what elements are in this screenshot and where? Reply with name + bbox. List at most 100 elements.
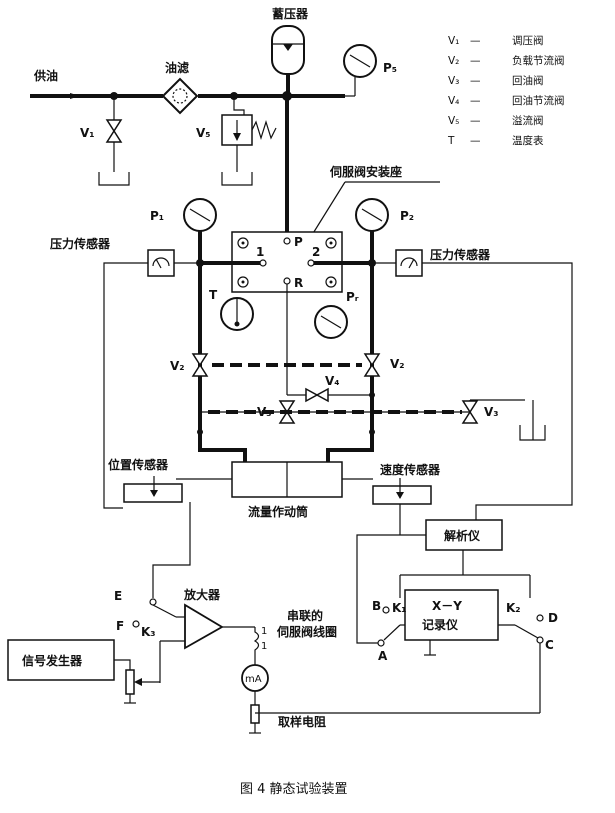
legend-symbol: V₅ xyxy=(448,115,459,127)
milliammeter-icon: mA xyxy=(241,664,269,705)
pressure-regulating-valve-v1 xyxy=(98,96,130,186)
series-coil-label-line1: 串联的 xyxy=(287,608,323,623)
thermometer-gauge xyxy=(220,297,254,331)
switch-c-label: C xyxy=(545,638,554,652)
legend-row: V₅ — 溢流阀 xyxy=(448,114,544,127)
switch-k3 xyxy=(132,598,185,628)
supply-line xyxy=(30,91,345,101)
legend-dash: — xyxy=(470,35,481,47)
switch-k1 xyxy=(377,575,405,647)
switch-f-label: F xyxy=(116,619,124,633)
p1-label: P₁ xyxy=(150,209,164,223)
sampling-resistor-icon xyxy=(249,704,261,734)
v5-label: V₅ xyxy=(196,126,211,140)
relief-valve-v5 xyxy=(221,96,277,186)
series-coil-label-line2: 伺服阀线圈 xyxy=(276,624,337,639)
xy-recorder-box xyxy=(404,589,499,641)
amplifier-label: 放大器 xyxy=(183,587,221,602)
ma-meter-label: mA xyxy=(245,674,262,685)
servo-seat-label: 伺服阀安装座 xyxy=(329,164,402,179)
legend-symbol: V₄ xyxy=(448,95,459,107)
return-valve-v3-right xyxy=(461,400,479,424)
legend-dash: — xyxy=(470,55,481,67)
return-valve-v3-mid xyxy=(278,400,296,424)
v3-right-label: V₃ xyxy=(484,405,499,419)
legend-symbol: T xyxy=(447,135,455,147)
port-2-label: 2 xyxy=(312,245,320,259)
pressure-sensor-left-icon xyxy=(147,249,200,277)
p5-pressure-gauge xyxy=(343,44,377,97)
coil-mark-1: 1 xyxy=(261,626,267,637)
flow-cylinder-label: 流量作动筒 xyxy=(248,504,308,519)
legend-row: T — 温度表 xyxy=(447,134,544,147)
pr-pressure-gauge xyxy=(314,305,348,339)
speed-sensor-icon xyxy=(372,478,432,505)
position-sensor-icon xyxy=(123,476,183,503)
xy-recorder-line1: X－Y xyxy=(432,599,462,613)
port-r-label: R xyxy=(294,276,303,290)
speed-sensor-label: 速度传感器 xyxy=(380,462,441,477)
legend-dash: — xyxy=(470,75,481,87)
amplifier-icon xyxy=(159,603,255,683)
p2-pressure-gauge xyxy=(355,198,389,263)
oil-filter-label: 油滤 xyxy=(165,60,189,75)
sampling-resistor-label: 取样电阻 xyxy=(278,714,326,729)
port-p-label: P xyxy=(294,235,303,249)
return-throttle-valve-v4 xyxy=(287,387,375,403)
switch-e-label: E xyxy=(114,589,122,603)
xy-recorder-line2: 记录仪 xyxy=(422,618,459,632)
p2-label: P₂ xyxy=(400,209,414,223)
legend: V₁ — 调压阀 V₂ — 负载节流阀 V₃ — 回油阀 V₄ — 回油节流阀 … xyxy=(447,34,565,147)
legend-dash: — xyxy=(470,135,481,147)
v1-label: V₁ xyxy=(80,126,95,140)
switch-k2 xyxy=(498,575,544,644)
switch-k1-label: K₁ xyxy=(392,601,407,615)
p1-pressure-gauge xyxy=(183,198,217,263)
servo-coil-icon xyxy=(253,627,260,665)
oil-supply-label: 供油 xyxy=(33,68,58,83)
signal-generator-label: 信号发生器 xyxy=(22,653,83,668)
pressure-sensor-right-label: 压力传感器 xyxy=(430,247,491,262)
legend-text: 回油节流阀 xyxy=(512,94,565,107)
v2-left-label: V₂ xyxy=(170,359,185,373)
position-sensor-label: 位置传感器 xyxy=(108,457,169,472)
switch-a-label: A xyxy=(378,649,388,663)
legend-symbol: V₂ xyxy=(448,55,459,67)
resolver-box xyxy=(425,519,503,551)
oil-filter-icon xyxy=(161,77,199,115)
legend-row: V₂ — 负载节流阀 xyxy=(448,54,565,67)
pressure-sensor-left-label: 压力传感器 xyxy=(50,236,111,251)
t-label: T xyxy=(209,288,218,302)
switch-b-label: B xyxy=(372,599,381,613)
switch-d-label: D xyxy=(548,611,558,625)
legend-text: 温度表 xyxy=(512,134,544,147)
legend-text: 回油阀 xyxy=(512,74,544,87)
accumulator-label: 蓄压器 xyxy=(272,6,309,21)
legend-text: 负载节流阀 xyxy=(512,54,565,67)
load-throttle-valve-v2-left xyxy=(191,353,209,377)
legend-row: V₄ — 回油节流阀 xyxy=(448,94,565,107)
legend-dash: — xyxy=(470,95,481,107)
switch-k2-label: K₂ xyxy=(506,601,521,615)
coil-mark-2: 1 xyxy=(261,641,267,652)
legend-row: V₃ — 回油阀 xyxy=(448,74,544,87)
v4-label: V₄ xyxy=(325,374,340,388)
figure-caption: 图 4 静态试验装置 xyxy=(240,781,348,797)
potentiometer-icon xyxy=(124,669,160,704)
load-throttle-valve-v2-right xyxy=(363,353,381,377)
accumulator-icon xyxy=(271,25,305,96)
v2-right-label: V₂ xyxy=(390,357,405,371)
legend-symbol: V₁ xyxy=(448,35,459,47)
legend-dash: — xyxy=(470,115,481,127)
resolver-label: 解析仪 xyxy=(444,528,481,543)
flow-actuator-cylinder xyxy=(176,461,373,498)
legend-row: V₁ — 调压阀 xyxy=(448,34,544,47)
pressure-sensor-right-icon xyxy=(372,249,423,277)
switch-k3-label: K₃ xyxy=(141,625,156,639)
legend-symbol: V₃ xyxy=(448,75,459,87)
pr-label: Pᵣ xyxy=(346,290,359,304)
port-1-label: 1 xyxy=(256,245,264,259)
p5-label: P₅ xyxy=(383,61,397,75)
legend-text: 调压阀 xyxy=(512,34,544,47)
